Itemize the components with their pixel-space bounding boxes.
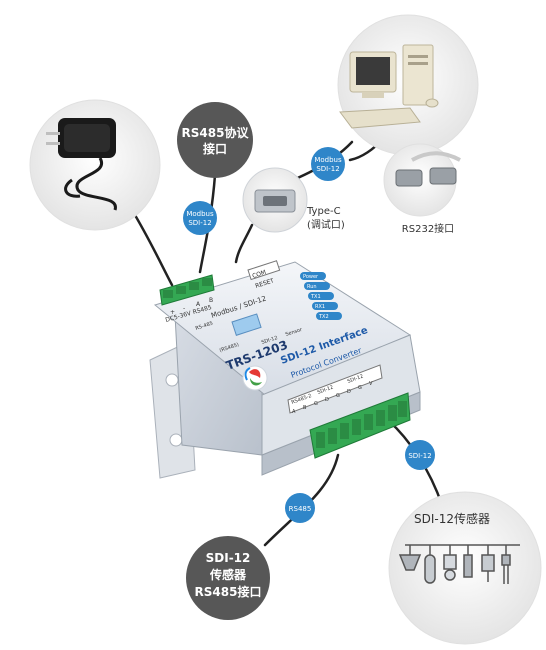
typec-device-cable	[234, 223, 254, 264]
badge-modbus-left-line2: SDI-12	[188, 219, 211, 227]
group-label: SDI-12	[317, 385, 335, 396]
sdi12-sensor-label: SDI-12传感器	[414, 511, 490, 526]
bottom-terminal-pins: A B G D G D G V	[292, 381, 373, 415]
led-run-label: Run	[307, 284, 317, 290]
pin-label: G	[336, 393, 340, 399]
brand-logo	[242, 365, 268, 391]
pin-label: G	[314, 401, 318, 407]
top-terminal-block	[159, 274, 215, 306]
badge-rs485-text: RS485	[289, 505, 312, 513]
sdi-face-label: SDI-12	[261, 335, 279, 346]
led-rx1-label: RX1	[315, 304, 325, 310]
sdi12-rs485-line2: 传感器	[209, 567, 247, 582]
pin-label: D	[325, 397, 329, 403]
typec-line1: Type-C	[306, 206, 341, 217]
sdi12-rs485-line3: RS485接口	[195, 584, 262, 599]
badge-modbus-mid: Modbus SDI-12	[311, 147, 345, 181]
rs232-callout: RS232接口	[383, 143, 461, 235]
top-pin-label: -	[183, 305, 185, 312]
sensor-face-label: Sensor	[285, 327, 304, 338]
top-pin-label: B	[209, 297, 213, 304]
rs485-port-line2: 接口	[203, 141, 227, 156]
pin-label: G	[358, 385, 362, 391]
led-tx2-label: TX2	[318, 314, 329, 320]
rs485-face-label: RS-485	[195, 321, 214, 332]
sdi12-rs485-line1: SDI-12	[206, 551, 251, 565]
led-power-label: Power	[303, 274, 319, 280]
rs232-label: RS232接口	[402, 222, 454, 235]
led-indicators: Power Run TX1 RX1 TX2	[300, 272, 342, 320]
power-cable	[130, 208, 174, 287]
pin-label: A	[292, 409, 296, 415]
converter-device: + - A B DC5-36V RS485 COM RESET Power Ru…	[149, 260, 421, 479]
badge-modbus-mid-line2: SDI-12	[316, 165, 339, 173]
badge-modbus-left-line1: Modbus	[186, 210, 214, 218]
db9-connector-icon	[395, 151, 461, 187]
pin-label: V	[369, 381, 373, 387]
computer-icon	[339, 44, 439, 129]
badge-rs485-bottom: RS485	[285, 493, 315, 523]
pin-label: B	[303, 405, 307, 411]
badge-sdi12-bottom: SDI-12	[405, 440, 435, 470]
power-adapter-icon	[46, 118, 117, 211]
badge-modbus-left: Modbus SDI-12	[183, 201, 217, 235]
badge-sdi12-text: SDI-12	[408, 452, 431, 460]
typec-callout: Type-C (调试口)	[242, 167, 345, 233]
top-terminal-pins: + - A B	[170, 297, 213, 316]
sdi12-rs485-callout: SDI-12 传感器 RS485接口	[186, 536, 270, 620]
sdi12-sensor-callout: SDI-12传感器	[388, 491, 542, 645]
badge-modbus-mid-line1: Modbus	[314, 156, 342, 164]
power-adapter-callout	[29, 99, 161, 231]
top-pin-label: A	[196, 301, 201, 308]
pc-callout	[337, 14, 479, 156]
rs485-port-line1: RS485协议	[182, 125, 250, 140]
rs485-port-callout: RS485协议 接口	[177, 102, 253, 178]
pin-label: D	[347, 389, 351, 395]
bottom-terminal-block	[309, 392, 411, 459]
group-label: SDI-12	[347, 374, 365, 385]
typec-line2: (调试口)	[307, 218, 345, 231]
sensor-icons	[398, 545, 511, 584]
rs485-sensor-face-label: (RS485)	[219, 342, 240, 354]
com-label: COM	[251, 269, 267, 280]
top-pin-label: +	[170, 309, 175, 316]
led-tx1-label: TX1	[310, 294, 321, 300]
